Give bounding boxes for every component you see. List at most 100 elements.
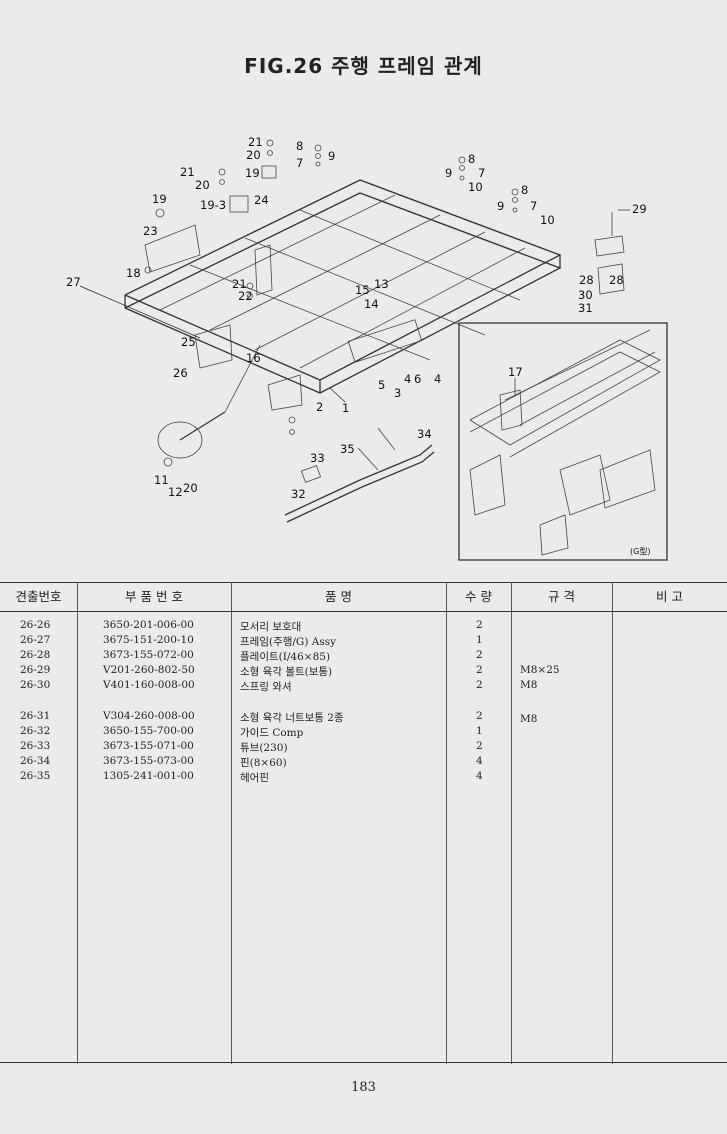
callout-17: 18 xyxy=(126,266,141,280)
row-item-no: 26-33 xyxy=(20,740,51,752)
callout-9b: 9 xyxy=(445,166,452,180)
callout-12: 12 xyxy=(168,485,183,499)
row-part-no: 1305-241-001-00 xyxy=(103,770,194,782)
callout-24: 25 xyxy=(181,335,196,349)
callout-9a: 9 xyxy=(328,149,335,163)
row-item-no: 26-29 xyxy=(20,664,51,676)
inset-g-type-detail: 17 (G型) xyxy=(458,322,668,561)
callout-labels: 1 2 3 4 4 5 6 7 7 7 8 8 8 9 9 9 10 10 11… xyxy=(66,135,647,501)
callout-6: 6 xyxy=(414,372,421,386)
header-remarks: 비 고 xyxy=(656,589,683,604)
callout-18: 19 xyxy=(152,192,167,206)
callout-35: 35 xyxy=(340,442,355,456)
callout-19-3: 20 xyxy=(183,481,198,495)
callout-7a: 7 xyxy=(478,166,485,180)
row-item-no: 26-32 xyxy=(20,725,51,737)
callout-25: 26 xyxy=(173,366,188,380)
callout-21c: 22 xyxy=(238,289,253,303)
callout-20b: 20 xyxy=(195,178,210,192)
row-qty: 2 xyxy=(476,710,483,722)
row-part-no: 3673-155-073-00 xyxy=(103,755,194,767)
callout-7c: 7 xyxy=(296,156,303,170)
callout-14: 14 xyxy=(364,297,379,311)
callout-33: 33 xyxy=(310,451,325,465)
callout-3: 3 xyxy=(394,386,401,400)
header-part-name: 품 명 xyxy=(325,589,352,604)
callout-29: 29 xyxy=(632,202,647,216)
callout-9c: 9 xyxy=(497,199,504,213)
callout-13: 13 xyxy=(374,277,389,291)
row-qty: 4 xyxy=(476,770,483,782)
callout-10b: 10 xyxy=(540,213,555,227)
page-title: FIG.26 주행 프레임 관계 xyxy=(244,54,483,78)
row-item-no: 26-30 xyxy=(20,679,51,691)
row-name: 소형 육각 너트보통 2종 xyxy=(240,712,344,724)
row-part-no: V401-160-008-00 xyxy=(103,679,195,691)
row-item-no: 26-31 xyxy=(20,710,51,722)
callout-4b: 4 xyxy=(434,372,441,386)
main-frame-drawing xyxy=(124,139,625,523)
callout-8c: 8 xyxy=(521,183,528,197)
callout-20a: 20 xyxy=(246,148,261,162)
callout-16: 16 xyxy=(246,351,261,365)
row-qty: 2 xyxy=(476,740,483,752)
row-name: 플레이트(I/46×85) xyxy=(240,651,331,663)
row-item-no: 26-27 xyxy=(20,634,51,646)
callout-28a: 28 xyxy=(609,273,624,287)
row-name: 튜브(230) xyxy=(240,742,288,754)
callout-4: 4 xyxy=(404,372,411,386)
row-name: 가이드 Comp xyxy=(240,727,304,739)
header-quantity: 수 량 xyxy=(465,589,492,604)
callout-30: 30 xyxy=(578,288,593,302)
callout-23: 24 xyxy=(254,193,269,207)
row-part-no: 3650-201-006-00 xyxy=(103,619,194,631)
row-part-no: V304-260-008-00 xyxy=(103,710,195,722)
row-item-no: 26-26 xyxy=(20,619,51,631)
row-spec: M8 xyxy=(520,713,538,725)
row-item-no: 26-28 xyxy=(20,649,51,661)
row-qty: 1 xyxy=(476,725,483,737)
callout-32: 32 xyxy=(291,487,306,501)
row-name: 프레임(주행/G) Assy xyxy=(240,636,337,648)
row-name: 스프링 와셔 xyxy=(240,681,292,693)
callout-22: 23 xyxy=(143,224,158,238)
callout-19a: 19 xyxy=(245,166,260,180)
header-item-number: 견출번호 xyxy=(15,589,62,604)
row-spec: M8 xyxy=(520,679,538,691)
callout-7b: 7 xyxy=(530,199,537,213)
row-name: 모서리 보호대 xyxy=(240,621,302,633)
callout-20c: 21 xyxy=(232,277,247,291)
row-qty: 2 xyxy=(476,619,483,631)
callout-5: 5 xyxy=(378,378,385,392)
row-part-no: V201-260-802-50 xyxy=(103,664,195,676)
callout-21b: 21 xyxy=(180,165,195,179)
row-part-no: 3673-155-071-00 xyxy=(103,740,194,752)
parts-table: 견출번호 부 품 번 호 품 명 수 량 규 격 비 고 26-26 3650-… xyxy=(0,582,727,1064)
callout-31: 31 xyxy=(578,301,593,315)
row-item-no: 26-35 xyxy=(20,770,51,782)
inset-type-label: (G型) xyxy=(630,547,650,556)
callout-21a: 21 xyxy=(248,135,263,149)
callout-1: 1 xyxy=(342,401,349,415)
callout-8b: 8 xyxy=(468,152,475,166)
callout-27: 17 xyxy=(508,365,523,379)
callout-26: 27 xyxy=(66,275,81,289)
page-number: 183 xyxy=(351,1080,376,1095)
row-spec: M8×25 xyxy=(520,664,560,676)
row-part-no: 3675-151-200-10 xyxy=(103,634,194,646)
row-item-no: 26-34 xyxy=(20,755,51,767)
callout-34: 34 xyxy=(417,427,432,441)
row-qty: 4 xyxy=(476,755,483,767)
callout-8a: 8 xyxy=(296,139,303,153)
callout-11: 11 xyxy=(154,473,169,487)
header-part-number: 부 품 번 호 xyxy=(125,589,183,604)
row-qty: 2 xyxy=(476,664,483,676)
row-name: 핀(8×60) xyxy=(240,757,287,769)
callout-28b: 28 xyxy=(579,273,594,287)
exploded-frame-diagram: 17 (G型) 1 2 3 4 4 5 6 7 7 7 8 8 8 9 9 9 … xyxy=(66,135,668,561)
callout-2: 2 xyxy=(316,400,323,414)
row-part-no: 3650-155-700-00 xyxy=(103,725,194,737)
row-part-no: 3673-155-072-00 xyxy=(103,649,194,661)
callout-19b: 19-3 xyxy=(200,198,226,212)
header-spec: 규 격 xyxy=(548,589,575,604)
